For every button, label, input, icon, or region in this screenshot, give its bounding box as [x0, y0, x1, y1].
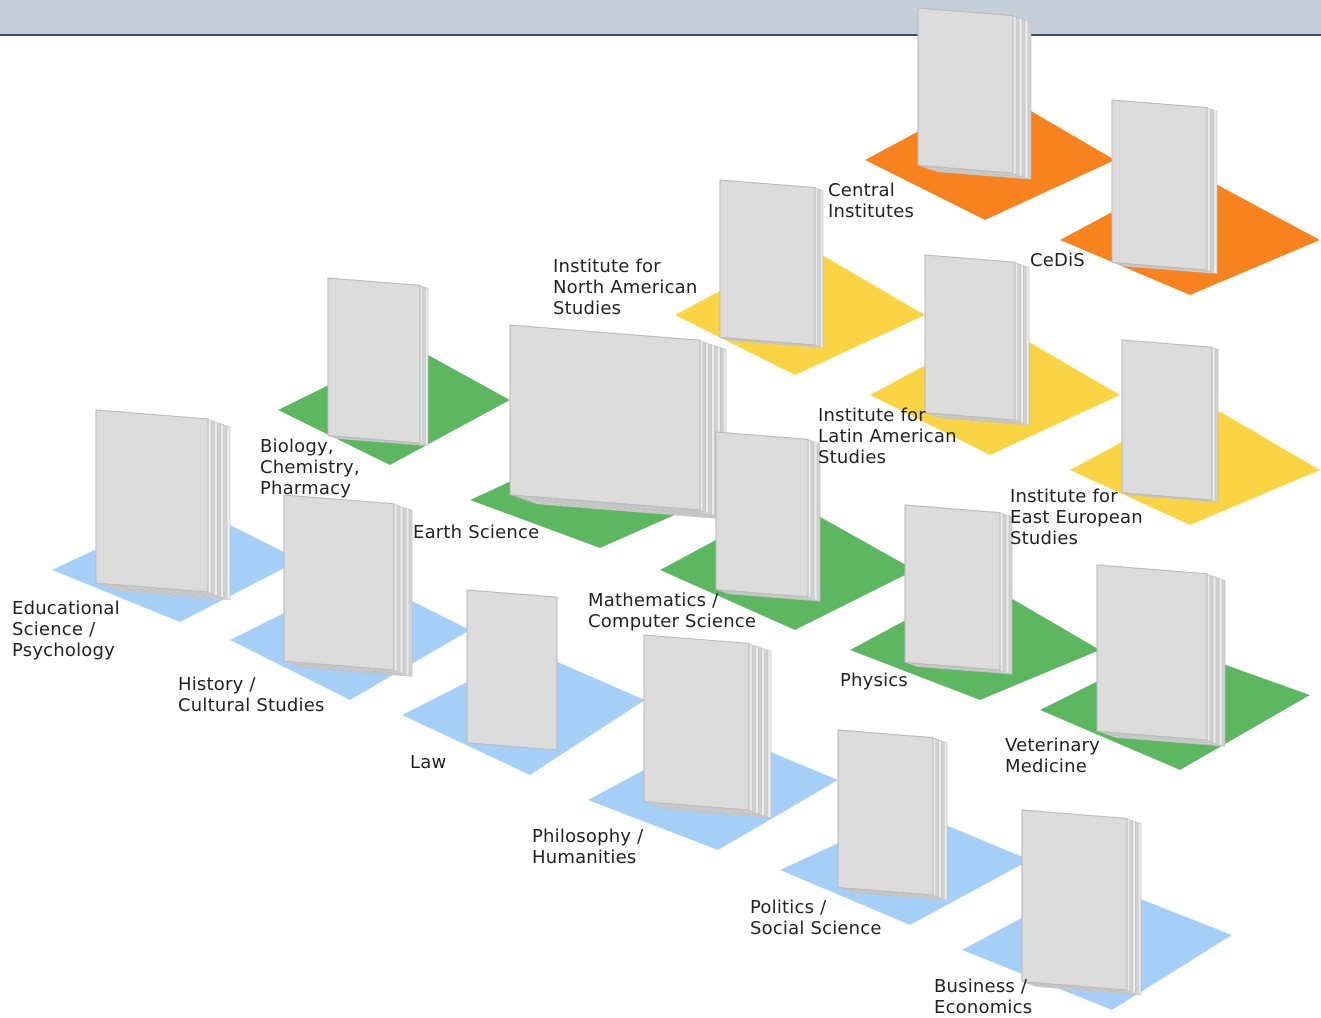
book-cover-mathematics-computer-science	[715, 431, 809, 598]
label-line: History /	[178, 674, 256, 695]
label-line: Science /	[12, 619, 96, 640]
label-line: Institutes	[828, 201, 915, 222]
label-line: Educational	[12, 598, 120, 619]
book-cover-history-cultural-studies	[283, 494, 395, 671]
book-stack-inst-north-american	[719, 179, 824, 349]
book-stack-politics-social-science	[837, 729, 948, 901]
book-stack-cedis	[1111, 99, 1218, 274]
book-stack-physics	[904, 504, 1013, 675]
label-line: Veterinary	[1005, 735, 1101, 756]
label-history-cultural-studies: History /Cultural Studies	[178, 674, 325, 716]
label-line: CeDiS	[1030, 250, 1085, 271]
label-line: Humanities	[532, 847, 637, 868]
book-cover-physics	[904, 504, 1001, 671]
label-line: Business /	[934, 976, 1028, 997]
book-stack-veterinary-medicine	[1096, 564, 1226, 747]
book-stack-inst-latin-american	[924, 254, 1030, 426]
book-cover-inst-east-european	[1121, 339, 1213, 501]
label-line: North American	[553, 277, 698, 298]
label-line: Pharmacy	[260, 478, 352, 499]
book-stack-biology-chemistry-pharmacy	[327, 277, 429, 447]
label-line: Institute for	[553, 256, 661, 277]
book-cover-cedis	[1111, 99, 1208, 271]
label-line: Physics	[840, 670, 908, 691]
label-business-economics: Business /Economics	[934, 976, 1032, 1018]
header-bar	[0, 0, 1321, 36]
book-stack-business-economics	[1021, 809, 1142, 996]
book-cover-earth-science	[509, 324, 701, 511]
book-cover-law	[466, 589, 558, 751]
label-line: Mathematics /	[588, 590, 719, 611]
label-line: Latin American	[818, 426, 957, 447]
label-line: Institute for	[818, 405, 926, 426]
book-stack-mathematics-computer-science	[715, 431, 821, 602]
label-mathematics-computer-science: Mathematics /Computer Science	[588, 590, 756, 632]
book-cover-educational-science-psychology	[95, 409, 209, 593]
book-stack-educational-science-psychology	[95, 409, 231, 601]
label-line: Biology,	[260, 436, 334, 457]
label-line: Medicine	[1005, 756, 1088, 777]
book-cover-politics-social-science	[837, 729, 934, 896]
label-line: Law	[410, 752, 447, 773]
label-line: Politics /	[750, 897, 827, 918]
label-line: Central	[828, 180, 895, 201]
label-line: Studies	[1010, 528, 1079, 549]
label-line: Earth Science	[413, 522, 540, 543]
book-stack-central-institutes	[917, 7, 1032, 180]
label-line: Philosophy /	[532, 826, 644, 847]
book-cover-business-economics	[1021, 809, 1128, 991]
book-stack-history-cultural-studies	[283, 494, 413, 677]
book-stack-earth-science	[509, 324, 727, 520]
label-cedis: CeDiS	[1030, 250, 1085, 271]
label-earth-science: Earth Science	[413, 522, 539, 543]
label-line: Chemistry,	[260, 457, 360, 478]
label-biology-chemistry-pharmacy: Biology,Chemistry,Pharmacy	[260, 436, 360, 499]
label-line: Computer Science	[588, 611, 757, 632]
label-philosophy-humanities: Philosophy /Humanities	[532, 826, 643, 868]
label-politics-social-science: Politics /Social Science	[750, 897, 882, 939]
label-line: East European	[1010, 507, 1143, 528]
label-physics: Physics	[840, 670, 908, 691]
book-cover-philosophy-humanities	[643, 634, 750, 811]
book-stack-philosophy-humanities	[643, 634, 772, 819]
label-line: Economics	[934, 997, 1033, 1018]
label-law: Law	[410, 752, 446, 773]
book-cover-biology-chemistry-pharmacy	[327, 277, 421, 444]
label-line: Cultural Studies	[178, 695, 325, 716]
label-line: Social Science	[750, 918, 882, 939]
label-line: Institute for	[1010, 486, 1118, 507]
label-line: Studies	[818, 447, 887, 468]
book-stack-inst-east-european	[1121, 339, 1219, 503]
book-stack-law	[466, 589, 558, 751]
book-cover-central-institutes	[917, 7, 1014, 174]
book-cover-veterinary-medicine	[1096, 564, 1208, 741]
label-line: Studies	[553, 298, 622, 319]
label-line: Psychology	[12, 640, 115, 661]
book-cover-inst-latin-american	[924, 254, 1016, 421]
book-cover-inst-north-american	[719, 179, 816, 346]
